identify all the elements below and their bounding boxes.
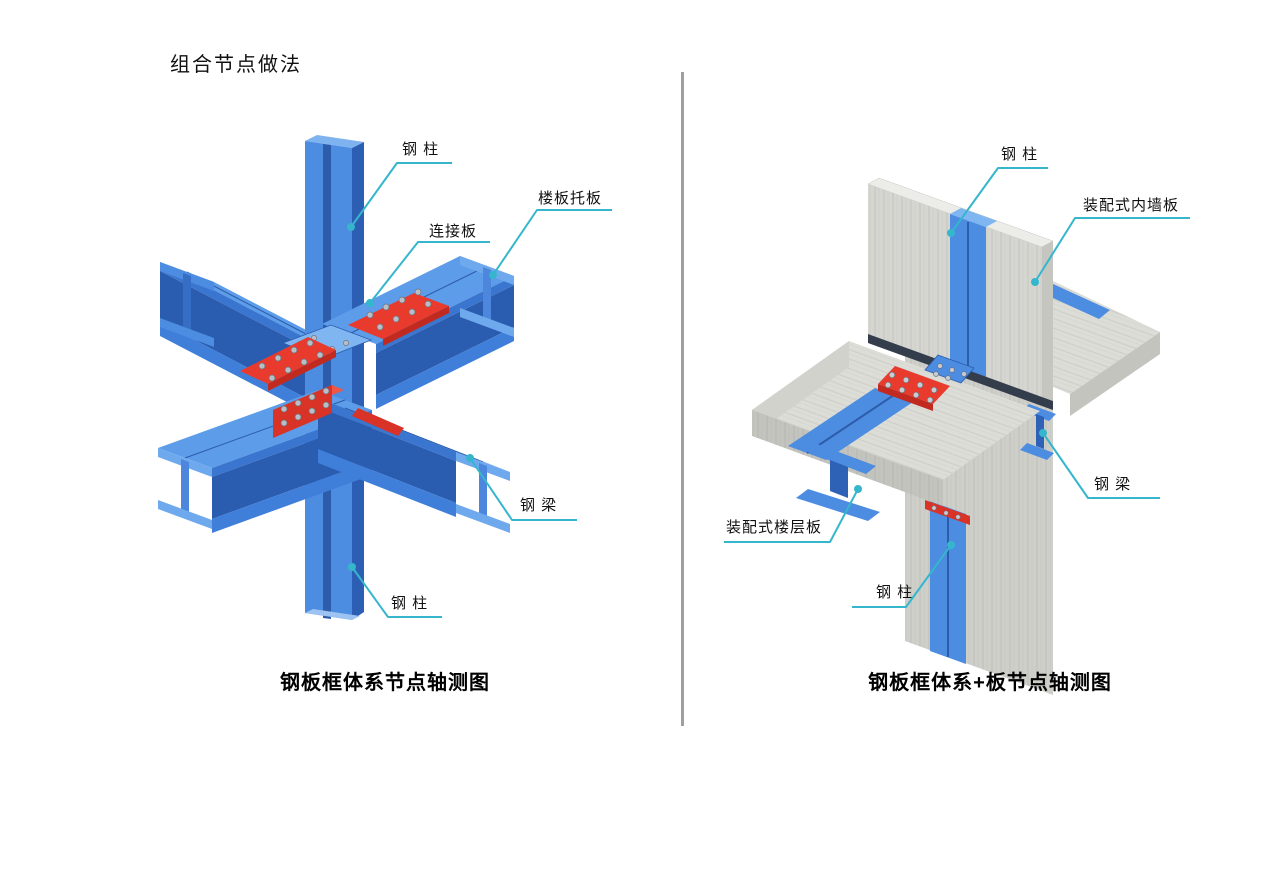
label-left-floor-bracket: 楼板托板 [538,190,603,207]
label-right-beam: 钢 梁 [1094,476,1132,493]
left-diagram-caption: 钢板框体系节点轴测图 [280,672,490,694]
leader-column-bottom [852,544,952,608]
label-right-column-bottom: 钢 柱 [876,584,914,601]
right-leader-lines [724,167,1190,608]
divider-line [681,72,684,726]
red-connector-plate [878,354,975,525]
leader-wall-panel [1034,217,1190,283]
label-right-floor-panel: 装配式楼层板 [726,519,823,536]
leader-beam [1042,432,1160,499]
floor-slab-right [1053,281,1160,416]
right-diagram-caption: 钢板框体系+板节点轴测图 [868,672,1112,694]
left-diagram-steel-joint [158,135,612,620]
page-title: 组合节点做法 [170,54,302,76]
beam-under-slab [796,442,880,521]
label-left-beam: 钢 梁 [520,497,558,514]
steel-column [305,135,364,620]
leader-column-top [950,167,1048,234]
red-splice-plates [240,288,449,438]
left-leader-dots [347,223,497,571]
right-diagram-panel-joint [724,167,1190,695]
label-left-connection-plate: 连接板 [429,223,478,240]
leader-floor-bracket [492,209,612,276]
floor-steel-band-right [1053,284,1110,319]
red-plate-lower [273,385,332,438]
red-plate-ne [348,293,449,339]
left-leader-lines [350,162,612,618]
red-plate-west [240,337,336,384]
leader-column-bottom [351,566,442,618]
label-left-column-bottom: 钢 柱 [391,595,429,612]
leader-connection-plate [369,241,490,304]
leader-beam [469,457,577,521]
wall-panel-upper [868,178,1053,401]
leader-column-top [350,162,452,228]
connector-bolts [884,363,967,520]
label-left-column-top: 钢 柱 [402,141,440,158]
leader-floor-panel [724,488,859,543]
label-right-wall-panel: 装配式内墙板 [1083,197,1180,214]
label-right-column-top: 钢 柱 [1001,146,1039,163]
right-leader-dots [854,229,1047,549]
splice-bolts [258,288,432,427]
